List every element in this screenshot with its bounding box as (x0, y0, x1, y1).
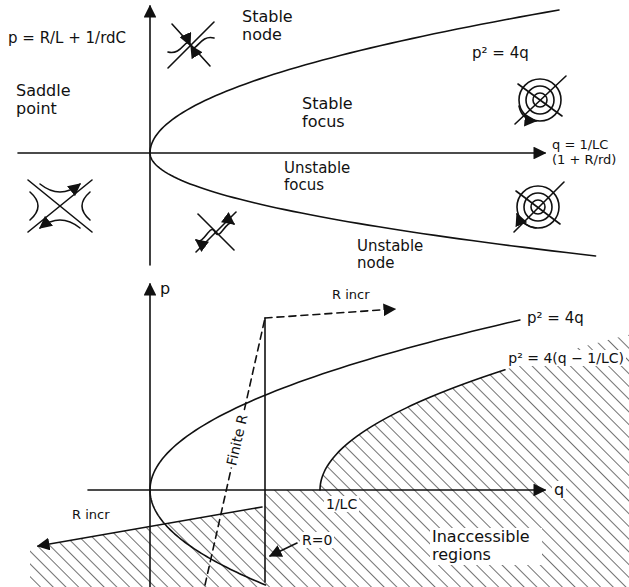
p-axis (149, 284, 151, 587)
region-label: Saddle point (14, 82, 86, 119)
trajectory (191, 37, 214, 47)
axis-line (516, 191, 560, 224)
r-zero-line (264, 318, 266, 582)
axis-label: q (552, 481, 566, 499)
trajectory (519, 106, 536, 121)
trajectory (40, 220, 80, 228)
axis-line (514, 182, 564, 232)
drawing (18, 6, 629, 587)
hatched-region (265, 335, 629, 587)
arrow-label: R incr (70, 508, 112, 523)
region-label: Inaccessible regions (430, 528, 542, 565)
arrow-label: R incr (330, 288, 372, 303)
trajectory (82, 192, 90, 220)
leader-line (270, 543, 297, 556)
curve-label: p² = 4q (470, 45, 531, 62)
finite-r-line (205, 318, 265, 585)
hatched-region (30, 507, 265, 587)
parabola-curve (150, 10, 596, 256)
region-label: Unstable node (355, 238, 430, 273)
separatrix (28, 180, 92, 232)
trajectory (168, 43, 190, 53)
eigen-line (168, 22, 214, 68)
saddle-icon (28, 180, 92, 232)
line-label: Finite R (223, 411, 251, 469)
axis-label: p (158, 280, 172, 298)
q-axis (88, 489, 545, 491)
region-label: Stable focus (300, 95, 370, 132)
stable-node-icon (168, 22, 214, 68)
q-axis (18, 152, 545, 154)
trajectory (30, 192, 38, 220)
tick-label: 1/LC (324, 496, 359, 512)
equation-label: q = 1/LC (1 + R/rd) (550, 138, 626, 168)
p-axis (149, 6, 151, 265)
separatrix (28, 180, 92, 232)
trajectory (196, 230, 215, 241)
eigen-line (196, 212, 236, 252)
parabola-curve (320, 370, 505, 490)
line-label: R=0 (300, 532, 334, 548)
axis-line (518, 84, 562, 116)
eigen-line (198, 214, 234, 250)
unstable-focus-icon (514, 182, 564, 232)
curve-label: p² = 4(q − 1/LC) (506, 350, 626, 366)
stable-focus-icon (515, 76, 566, 124)
region-label: Unstable focus (282, 160, 362, 195)
trajectory (40, 184, 80, 192)
unstable-node-icon (196, 212, 236, 252)
r-incr-arrow (265, 309, 395, 318)
trajectory (517, 214, 536, 228)
equation-label: p = R/L + 1/rdC (6, 30, 128, 47)
eigen-line (172, 24, 210, 66)
r-incr-arrow (38, 507, 262, 546)
region-label: Stable node (240, 8, 302, 45)
trajectory (215, 223, 234, 234)
curve-label: p² = 4q (525, 310, 586, 327)
axis-line (515, 76, 566, 124)
